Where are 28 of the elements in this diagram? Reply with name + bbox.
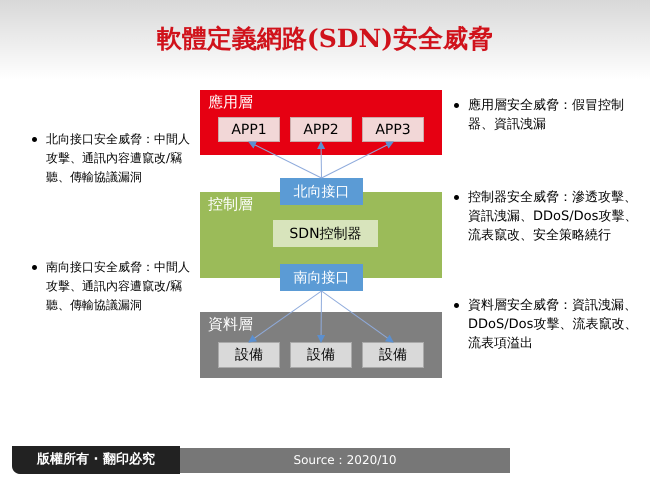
copyright-bar: 版權所有 · 翻印必究 [12,446,180,474]
arrow [321,142,394,178]
arrow [321,290,394,343]
device-box: 設備 [362,342,424,368]
controller-box: SDN控制器 [273,220,378,247]
app-box: APP1 [218,117,280,142]
threat-note: 應用層安全威脅：假冒控制器、資訊洩漏 [468,97,625,134]
data-layer-band [200,312,442,378]
layer-label: 控制層 [208,195,253,214]
layer-label: 應用層 [208,93,253,112]
application-layer-band [200,90,442,155]
source-bar: Source：2020/10 [180,448,510,473]
threat-note: 資料層安全威脅：資訊洩漏、DDoS/Dos攻擊、流表竄改、流表項溢出 [468,297,638,353]
threat-note: 控制器安全威脅：滲透攻擊、資訊洩漏、DDoS/Dos攻擊、流表竄改、安全策略繞行 [468,189,638,245]
title: 軟體定義網路(SDN)安全威脅 [156,23,494,55]
layer-label: 資料層 [208,315,253,334]
arrow [248,290,322,343]
app-box: APP3 [362,117,424,142]
arrow [317,141,326,178]
threat-note: 南向接口安全威脅：中間人攻擊、通訊內容遭竄改/竊聽、傳輸協議漏洞 [46,259,191,314]
app-box: APP2 [290,117,352,142]
device-box: 設備 [218,342,280,368]
threat-note: 北向接口安全威脅：中間人攻擊、通訊內容遭竄改/竊聽、傳輸協議漏洞 [46,131,191,186]
device-box: 設備 [290,342,352,368]
interface-box: 北向接口 [280,178,363,205]
arrow [317,290,326,343]
arrow [248,142,322,178]
interface-box: 南向接口 [280,264,363,291]
